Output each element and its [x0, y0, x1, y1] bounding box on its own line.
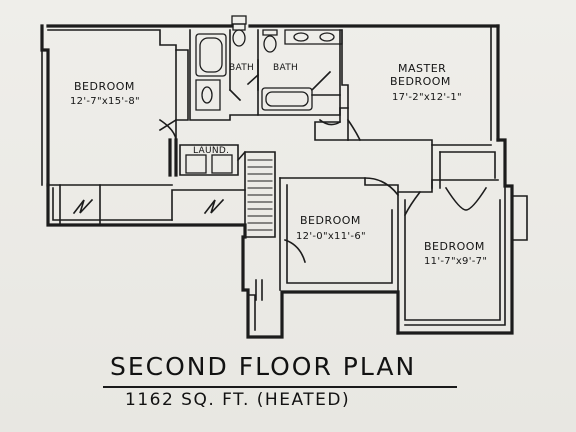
title-underline [103, 386, 457, 388]
bedroom-left-walls [47, 29, 225, 226]
room-labels: BEDROOM 12'-7"x15'-8" BATH BATH MASTER B… [70, 62, 487, 267]
laundry-stairs [179, 144, 276, 238]
master-bedroom-name-line2: BEDROOM [390, 75, 451, 88]
bedroom-center-walls [279, 177, 400, 291]
bedroom-center-name: BEDROOM [300, 214, 361, 227]
master-bedroom-name-line1: MASTER [398, 62, 446, 75]
bath-2-name: BATH [273, 63, 298, 73]
bedroom-center-dims: 12'-0"x11'-6" [296, 231, 366, 242]
bedroom-right-name: BEDROOM [424, 240, 485, 253]
bath-fixtures [189, 15, 343, 121]
master-bedroom-walls [314, 29, 492, 146]
bedroom-left-dims: 12'-7"x15'-8" [70, 96, 140, 107]
exterior-walls [40, 24, 528, 339]
bedroom-left-name: BEDROOM [74, 80, 135, 93]
bath-1-name: BATH [229, 63, 254, 73]
bedroom-right-walls [397, 144, 501, 321]
plan-area: 1162 SQ. FT. (HEATED) [125, 390, 351, 410]
bedroom-right-dims: 11'-7"x9'-7" [424, 256, 487, 267]
plan-title: SECOND FLOOR PLAN [110, 352, 417, 381]
laundry-name: LAUND. [193, 146, 229, 156]
master-bedroom-dims: 17'-2"x12'-1" [392, 92, 462, 103]
